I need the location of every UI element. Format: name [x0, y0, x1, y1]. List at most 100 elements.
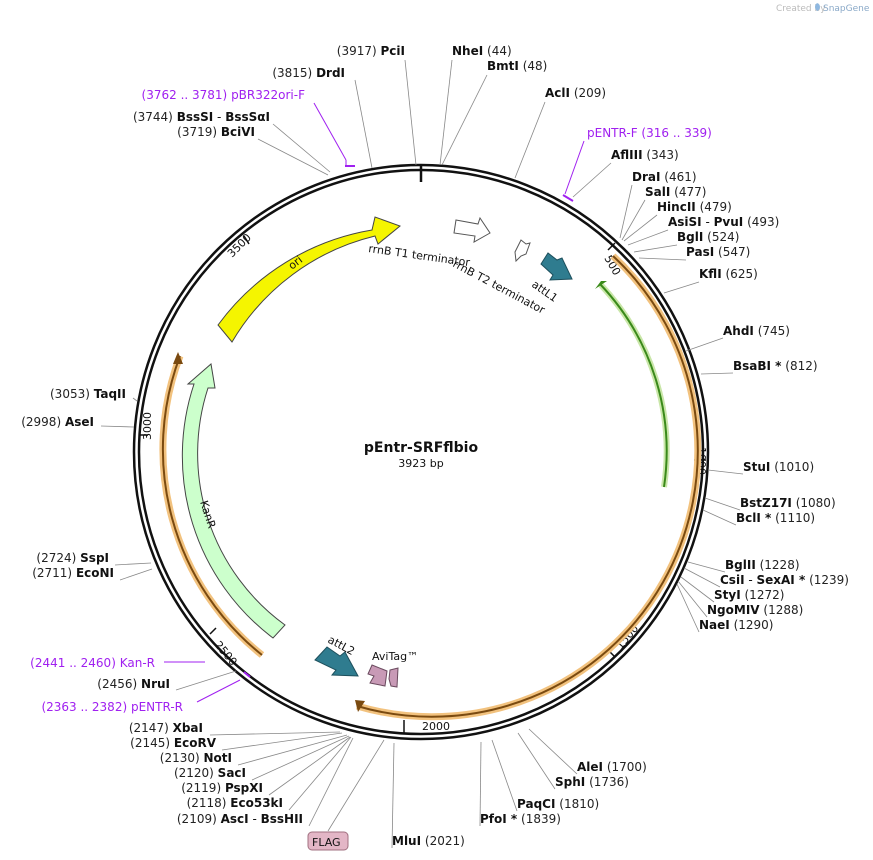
site-hincii[interactable]: HincII (479)	[657, 200, 732, 214]
svg-text:PaqCI (1810): PaqCI (1810)	[517, 797, 599, 811]
site-mlui[interactable]: MluI (2021)	[392, 834, 465, 848]
svg-text:BglII (1228): BglII (1228)	[725, 558, 800, 572]
site-ecorv[interactable]: (2145) EcoRV	[130, 736, 217, 750]
site-asisi[interactable]: AsiSI - PvuI (493)	[668, 215, 779, 229]
site-nrui[interactable]: (2456) NruI	[97, 677, 170, 691]
primer-kan-r[interactable]: (2441 .. 2460) Kan-R	[30, 656, 155, 670]
site-name: BclI *	[736, 511, 772, 525]
site-bcli[interactable]: BclI * (1110)	[736, 511, 815, 525]
site-name: AsiSI	[668, 215, 702, 229]
svg-text:AsiSI - PvuI (493): AsiSI - PvuI (493)	[668, 215, 779, 229]
site-noti[interactable]: (2130) NotI	[160, 751, 232, 765]
site-kfli[interactable]: KflI (625)	[699, 267, 758, 281]
site-xbai[interactable]: (2147) XbaI	[129, 721, 203, 735]
svg-text:(2145) EcoRV: (2145) EcoRV	[130, 736, 217, 750]
site-drdi[interactable]: (3815) DrdI	[272, 66, 345, 80]
site-bsssi[interactable]: (3744) BssSI - BssSαI	[133, 110, 270, 124]
site-name: SexAI *	[757, 573, 806, 587]
flag-box[interactable]	[307, 831, 349, 851]
rrnb-t2-arrow[interactable]	[514, 239, 531, 263]
site-nhei[interactable]: NheI (44)	[452, 44, 512, 58]
site-styi[interactable]: StyI (1272)	[714, 588, 784, 602]
site-bsabi[interactable]: BsaBI * (812)	[733, 359, 818, 373]
site-name: NgoMIV	[707, 603, 760, 617]
site-csii[interactable]: CsiI - SexAI * (1239)	[720, 573, 849, 587]
site-ngomiv[interactable]: NgoMIV (1288)	[707, 603, 803, 617]
primer-pbr322ori-f[interactable]: (3762 .. 3781) pBR322ori-F	[142, 88, 306, 102]
site-position: (1080)	[796, 496, 836, 510]
svg-text:BmtI (48): BmtI (48)	[487, 59, 547, 73]
site-name: DrdI	[316, 66, 345, 80]
svg-text:(2363 .. 2382) pENTR-R: (2363 .. 2382) pENTR-R	[41, 700, 183, 714]
svg-text:(2441 .. 2460) Kan-R: (2441 .. 2460) Kan-R	[30, 656, 155, 670]
attl1-arrow[interactable]	[540, 252, 573, 281]
svg-text:PasI (547): PasI (547)	[686, 245, 750, 259]
site-drai[interactable]: DraI (461)	[632, 170, 697, 184]
site-name: TaqII	[94, 387, 126, 401]
primer-range: (2363 .. 2382)	[41, 700, 127, 714]
svg-text:CsiI - SexAI * (1239): CsiI - SexAI * (1239)	[720, 573, 849, 587]
svg-text:StuI (1010): StuI (1010)	[743, 460, 814, 474]
site-bstz17i[interactable]: BstZ17I (1080)	[740, 496, 836, 510]
site-position: (477)	[674, 185, 706, 199]
site-name: AscI	[221, 812, 249, 826]
site-paqci[interactable]: PaqCI (1810)	[517, 797, 599, 811]
site-position: (2119)	[181, 781, 221, 795]
site-ahdi[interactable]: AhdI (745)	[723, 324, 790, 338]
site-name: DraI	[632, 170, 660, 184]
rrnb-t1-arrow[interactable]	[453, 216, 491, 243]
site-asci[interactable]: (2109) AscI - BssHII	[177, 812, 303, 826]
site-sphi[interactable]: SphI (1736)	[555, 775, 629, 789]
primer-name: pBR322ori-F	[231, 88, 305, 102]
svg-text:BstZ17I (1080): BstZ17I (1080)	[740, 496, 836, 510]
site-name: NheI	[452, 44, 483, 58]
site-pasi[interactable]: PasI (547)	[686, 245, 750, 259]
site-name: PaqCI	[517, 797, 555, 811]
kanr-arrow[interactable]	[181, 363, 286, 639]
svg-text:BclI * (1110): BclI * (1110)	[736, 511, 815, 525]
site-pfoi[interactable]: PfoI * (1839)	[480, 812, 561, 826]
site-stui[interactable]: StuI (1010)	[743, 460, 814, 474]
site-naei[interactable]: NaeI (1290)	[699, 618, 773, 632]
site-name: PasI	[686, 245, 714, 259]
site-bglii[interactable]: BglII (1228)	[725, 558, 800, 572]
site-name: PfoI *	[480, 812, 518, 826]
site-pspxi[interactable]: (2119) PspXI	[181, 781, 263, 795]
site-asei[interactable]: (2998) AseI	[21, 415, 94, 429]
avitag-arrow-2[interactable]	[388, 667, 399, 688]
site-position: (1228)	[760, 558, 800, 572]
site-pcii[interactable]: (3917) PciI	[337, 44, 405, 58]
plasmid-size: 3923 bp	[398, 457, 443, 470]
site-taqii[interactable]: (3053) TaqII	[50, 387, 126, 401]
site-bgli[interactable]: BglI (524)	[677, 230, 739, 244]
site-saci[interactable]: (2120) SacI	[174, 766, 246, 780]
site-econi[interactable]: (2711) EcoNI	[32, 566, 114, 580]
ori-arrow[interactable]	[217, 216, 401, 343]
attl2-arrow[interactable]	[314, 646, 359, 677]
site-alei[interactable]: AleI (1700)	[577, 760, 647, 774]
site-sspi[interactable]: (2724) SspI	[36, 551, 109, 565]
svg-text:AflIII (343): AflIII (343)	[611, 148, 679, 162]
svg-text:(2118) Eco53kI: (2118) Eco53kI	[187, 796, 283, 810]
svg-text:(2120) SacI: (2120) SacI	[174, 766, 246, 780]
primer-pentr-r[interactable]: (2363 .. 2382) pENTR-R	[41, 700, 183, 714]
site-name: SalI	[645, 185, 670, 199]
site-bcivi[interactable]: (3719) BciVI	[177, 125, 255, 139]
site-sali[interactable]: SalI (477)	[645, 185, 706, 199]
site-position: (1239)	[809, 573, 849, 587]
primer-pentr-f[interactable]: pENTR-F (316 .. 339)	[587, 126, 712, 140]
site-name: BssSI	[177, 110, 214, 124]
site-name: AleI	[577, 760, 603, 774]
site-aflii[interactable]: AflIII (343)	[611, 148, 679, 162]
site-position: (524)	[707, 230, 739, 244]
site-eco53ki[interactable]: (2118) Eco53kI	[187, 796, 283, 810]
site-position: (3053)	[50, 387, 90, 401]
avitag-arrow[interactable]	[367, 664, 388, 687]
site-bmti[interactable]: BmtI (48)	[487, 59, 547, 73]
site-name: SspI	[80, 551, 109, 565]
orf-arrowhead	[355, 700, 365, 712]
site-name: KflI	[699, 267, 722, 281]
site-name: BmtI	[487, 59, 519, 73]
site-name: EcoRV	[174, 736, 217, 750]
site-acli[interactable]: AclI (209)	[545, 86, 606, 100]
